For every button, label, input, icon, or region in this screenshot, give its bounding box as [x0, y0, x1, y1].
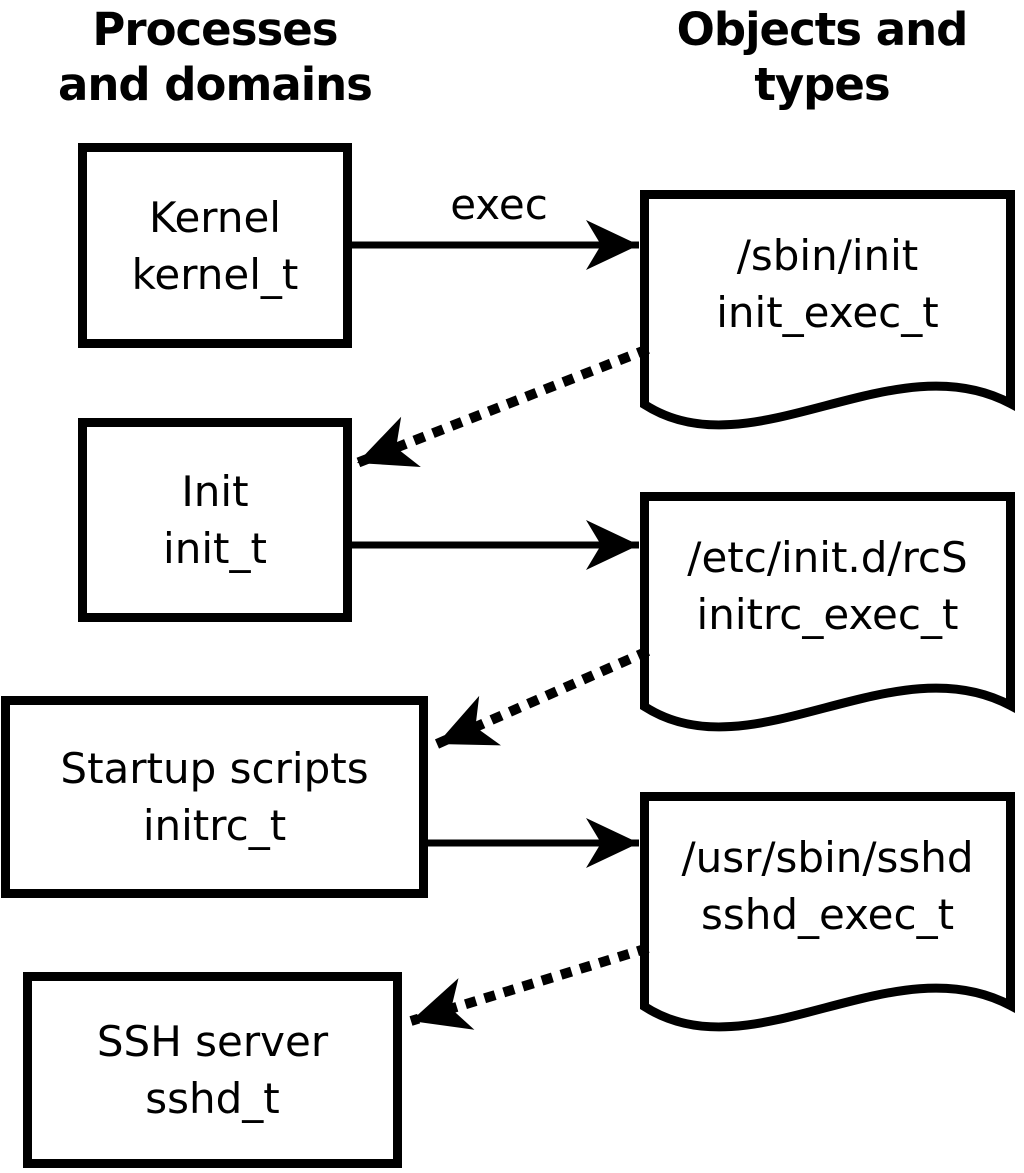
document-shape-sbin-init [640, 190, 1015, 430]
process-domain-type: sshd_t [145, 1074, 280, 1123]
heading-line: types [754, 58, 890, 111]
process-box-kernel [78, 143, 352, 348]
heading-line: and domains [58, 58, 373, 111]
process-name: SSH server [96, 1017, 329, 1066]
process-label-startup-scripts: Startup scripts initrc_t [1, 696, 428, 898]
edge-label-exec: exec [450, 179, 548, 229]
process-name: Kernel [149, 192, 281, 242]
document-shape-etc-initd-rcs [640, 492, 1015, 732]
process-name: Init [181, 467, 249, 516]
process-domain-type: init_t [163, 524, 267, 573]
object-file-type: initrc_exec_t [696, 590, 959, 639]
process-name: Startup scripts [60, 744, 369, 793]
object-path: /sbin/init [736, 231, 919, 280]
process-label-ssh-server: SSH server sshd_t [23, 972, 402, 1168]
dotted-arrow-sbin-init-to-init [355, 344, 650, 468]
process-box-startup-scripts [1, 696, 428, 898]
document-shape-usr-sbin-sshd [640, 792, 1015, 1032]
process-box-init [78, 418, 352, 622]
object-path: /usr/sbin/sshd [681, 833, 974, 882]
object-path: /etc/init.d/rcS [687, 533, 968, 582]
object-label-etc-initd-rcs: /etc/init.d/rcS initrc_exec_t [640, 492, 1015, 680]
process-label-init: Init init_t [78, 418, 352, 622]
column-heading-objects-and-types: Objects and types [620, 2, 1024, 112]
object-label-usr-sbin-sshd: /usr/sbin/sshd sshd_exec_t [640, 792, 1015, 980]
process-domain-type: initrc_t [142, 801, 287, 850]
heading-line: Objects and [676, 3, 969, 56]
heading-line: Processes [92, 3, 338, 56]
object-file-type: init_exec_t [716, 288, 939, 337]
column-heading-processes-and-domains: Processes and domains [0, 2, 430, 112]
process-box-ssh-server [23, 972, 402, 1168]
process-label-kernel: Kernel kernel_t [78, 143, 352, 348]
process-domain-type: kernel_t [131, 249, 299, 299]
dotted-arrow-etc-initd-rcs-to-startup [434, 646, 651, 749]
object-file-type: sshd_exec_t [700, 890, 955, 939]
dotted-arrow-usr-sbin-sshd-to-ssh-server [409, 943, 650, 1030]
object-label-sbin-init: /sbin/init init_exec_t [640, 190, 1015, 378]
